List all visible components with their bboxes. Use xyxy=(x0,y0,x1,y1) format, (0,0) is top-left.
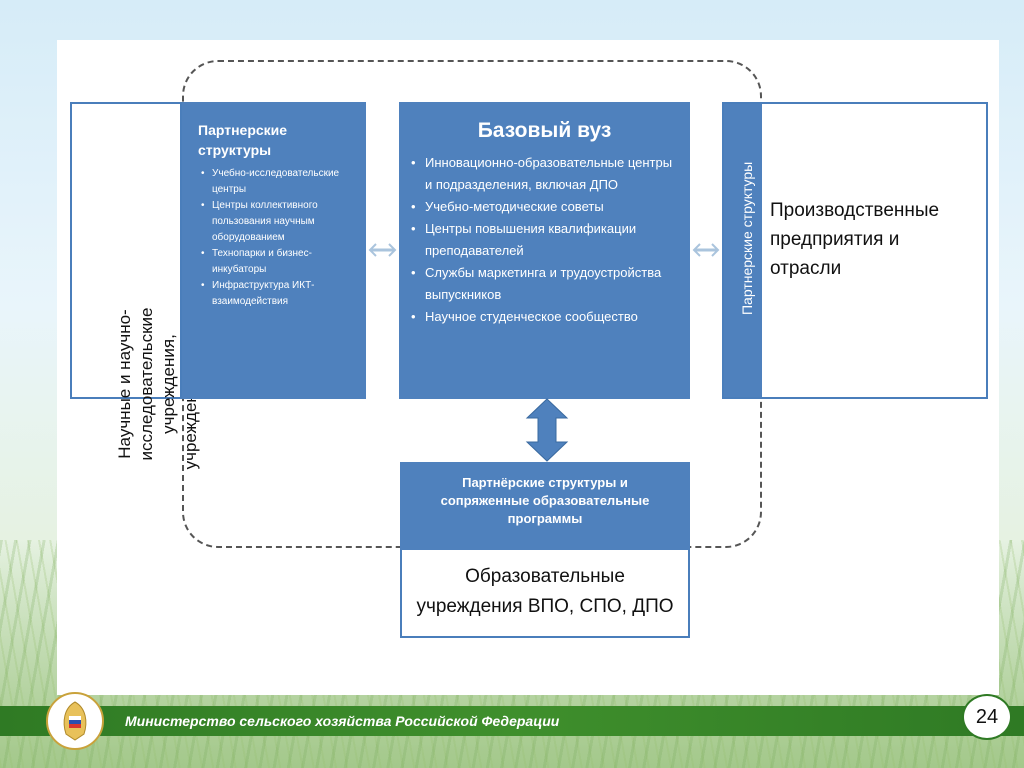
left-partner-title: Партнерские структуры xyxy=(198,120,356,160)
ministry-name: Министерство сельского хозяйства Российс… xyxy=(125,713,560,729)
production-enterprises-box xyxy=(722,102,988,399)
left-partner-item: Технопарки и бизнес-инкубаторы xyxy=(198,246,356,278)
left-partner-title-line-1: Партнерские xyxy=(198,122,288,138)
production-line-1: Производственные xyxy=(770,200,940,221)
vertical-double-arrow-icon xyxy=(525,398,569,462)
double-arrow-icon xyxy=(368,243,397,257)
research-institutions-box: Научные и научно- исследовательские учре… xyxy=(70,102,200,469)
bottom-partner-line-3: программы xyxy=(507,511,583,526)
educational-institutions-box xyxy=(400,550,690,638)
left-partner-structures-box: Партнерские структуры Учебно-исследовате… xyxy=(182,102,366,399)
left-partner-title-line-2: структуры xyxy=(198,142,272,158)
double-arrow-icon xyxy=(692,243,720,257)
bottom-partner-line-1: Партнёрские структуры и xyxy=(462,475,628,490)
production-line-3: отрасли xyxy=(770,258,842,279)
right-partner-structures-label: Партнерские структуры xyxy=(739,161,755,315)
page-number: 24 xyxy=(962,694,1012,740)
base-university-list: Инновационно-образовательные центры и по… xyxy=(409,152,680,328)
base-university-item: Научное студенческое сообщество xyxy=(409,306,680,328)
left-partner-item: Инфраструктура ИКТ-взаимодействия xyxy=(198,278,356,310)
base-university-item: Центры повышения квалификации преподават… xyxy=(409,218,680,262)
left-partner-item: Учебно-исследовательские центры xyxy=(198,166,356,198)
research-line-3: учреждения, xyxy=(159,334,178,434)
right-partner-structures-strip xyxy=(724,104,762,397)
emblem-icon xyxy=(46,692,104,750)
base-university-item: Инновационно-образовательные центры и по… xyxy=(409,152,680,196)
bottom-partner-programs-box: Партнёрские структуры и сопряженные обра… xyxy=(400,462,690,550)
left-partner-list: Учебно-исследовательские центры Центры к… xyxy=(198,166,356,310)
production-line-2: предприятия и xyxy=(770,229,900,250)
base-university-title: Базовый вуз xyxy=(477,119,612,142)
edu-line-1: Образовательные xyxy=(465,566,625,587)
base-university-item: Службы маркетинга и трудоустройства выпу… xyxy=(409,262,680,306)
production-enterprises-label: Производственные предприятия и отрасли xyxy=(770,196,985,283)
research-line-2: исследовательские xyxy=(137,307,156,461)
footer-bar: Министерство сельского хозяйства Российс… xyxy=(0,706,1024,736)
left-partner-item: Центры коллективного пользования научным… xyxy=(198,198,356,246)
bottom-partner-programs-label: Партнёрские структуры и сопряженные обра… xyxy=(408,474,682,528)
bottom-partner-line-2: сопряженные образовательные xyxy=(440,493,650,508)
base-university-item: Учебно-методические советы xyxy=(409,196,680,218)
edu-line-2: учреждения ВПО, СПО, ДПО xyxy=(416,596,674,617)
research-line-1: Научные и научно- xyxy=(115,309,134,459)
educational-institutions-label: Образовательные учреждения ВПО, СПО, ДПО xyxy=(400,562,690,622)
base-university-box: Базовый вуз Инновационно-образовательные… xyxy=(399,102,690,399)
